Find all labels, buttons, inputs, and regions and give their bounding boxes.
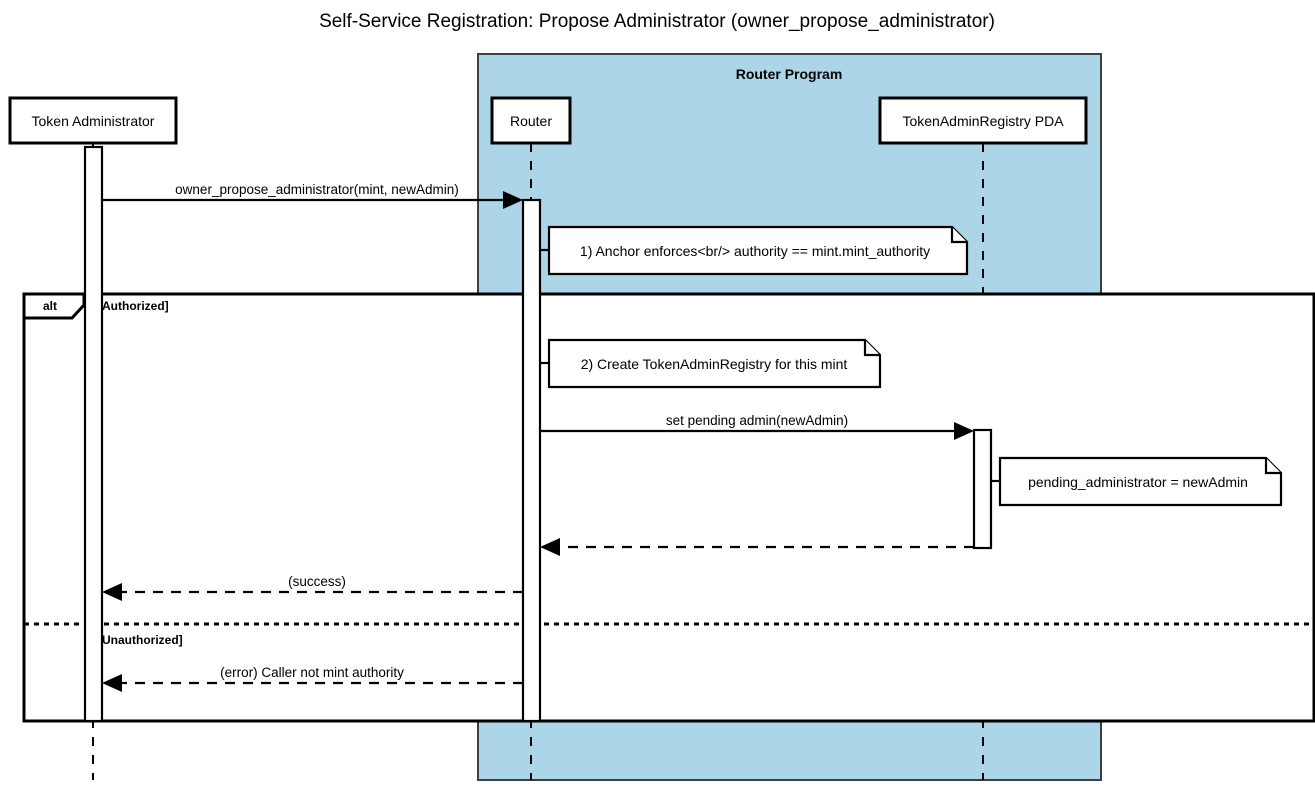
- participant-token-administrator[interactable]: Token Administrator: [8, 96, 178, 145]
- note-text-anchor-enforces: 1) Anchor enforces<br/> authority == min…: [580, 243, 930, 259]
- alt-operator-label: alt: [43, 299, 57, 313]
- participant-label-token-administrator: Token Administrator: [32, 113, 155, 129]
- note-anchor-enforces: 1) Anchor enforces<br/> authority == min…: [540, 225, 969, 276]
- note-shape-pending-administrator: [998, 456, 1283, 507]
- participant-box-token-admin-registry-pda[interactable]: [878, 96, 1088, 145]
- participant-label-router: Router: [510, 113, 552, 129]
- alt-operator-tab: [22, 292, 86, 320]
- message-set-pending-admin: set pending admin(newAdmin): [540, 413, 974, 440]
- participant-token-admin-registry-pda[interactable]: TokenAdminRegistry PDA: [878, 96, 1088, 145]
- activation-token-admin-registry-pda: [972, 428, 993, 550]
- message-error-return: (error) Caller not mint authority: [102, 665, 523, 692]
- message-owner-propose-administrator: owner_propose_administrator(mint, newAdm…: [102, 182, 523, 209]
- group-box-label: Router Program: [736, 66, 843, 82]
- message-label-set-pending-admin: set pending admin(newAdmin): [666, 413, 848, 428]
- note-fold-pending-administrator: [1264, 458, 1281, 475]
- message-arrowhead-error-return: [102, 674, 122, 692]
- message-pda-return: [540, 538, 974, 556]
- note-create-registry: 2) Create TokenAdminRegistry for this mi…: [540, 338, 882, 389]
- message-arrowhead-owner-propose-administrator: [503, 191, 523, 209]
- message-label-success-return: (success): [288, 574, 346, 589]
- activation-router: [521, 198, 542, 723]
- participant-label-token-admin-registry-pda: TokenAdminRegistry PDA: [902, 113, 1064, 129]
- participant-box-router[interactable]: [490, 96, 572, 145]
- note-shape-anchor-enforces: [547, 225, 969, 276]
- activation-bars: [83, 145, 993, 723]
- message-label-owner-propose-administrator: owner_propose_administrator(mint, newAdm…: [175, 182, 459, 197]
- alt-guard-authorized: [Authorized]: [98, 299, 169, 313]
- message-arrowhead-pda-return: [540, 538, 560, 556]
- note-shape-create-registry: [547, 338, 882, 389]
- message-arrowhead-set-pending-admin: [954, 422, 974, 440]
- participant-box-token-administrator[interactable]: [8, 96, 178, 145]
- diagram-title: Self-Service Registration: Propose Admin…: [319, 11, 995, 32]
- note-pending-administrator: pending_administrator = newAdmin: [991, 456, 1283, 507]
- message-success-return: (success): [102, 574, 523, 601]
- message-label-error-return: (error) Caller not mint authority: [220, 665, 404, 680]
- note-fold-anchor-enforces: [950, 227, 967, 244]
- activation-token-administrator: [83, 145, 104, 723]
- note-text-create-registry: 2) Create TokenAdminRegistry for this mi…: [581, 356, 848, 372]
- alt-guard-unauthorized: [Unauthorized]: [98, 633, 183, 647]
- participant-router[interactable]: Router: [490, 96, 572, 145]
- note-text-pending-administrator: pending_administrator = newAdmin: [1028, 474, 1248, 490]
- note-fold-create-registry: [863, 340, 880, 357]
- message-arrowhead-success-return: [102, 583, 122, 601]
